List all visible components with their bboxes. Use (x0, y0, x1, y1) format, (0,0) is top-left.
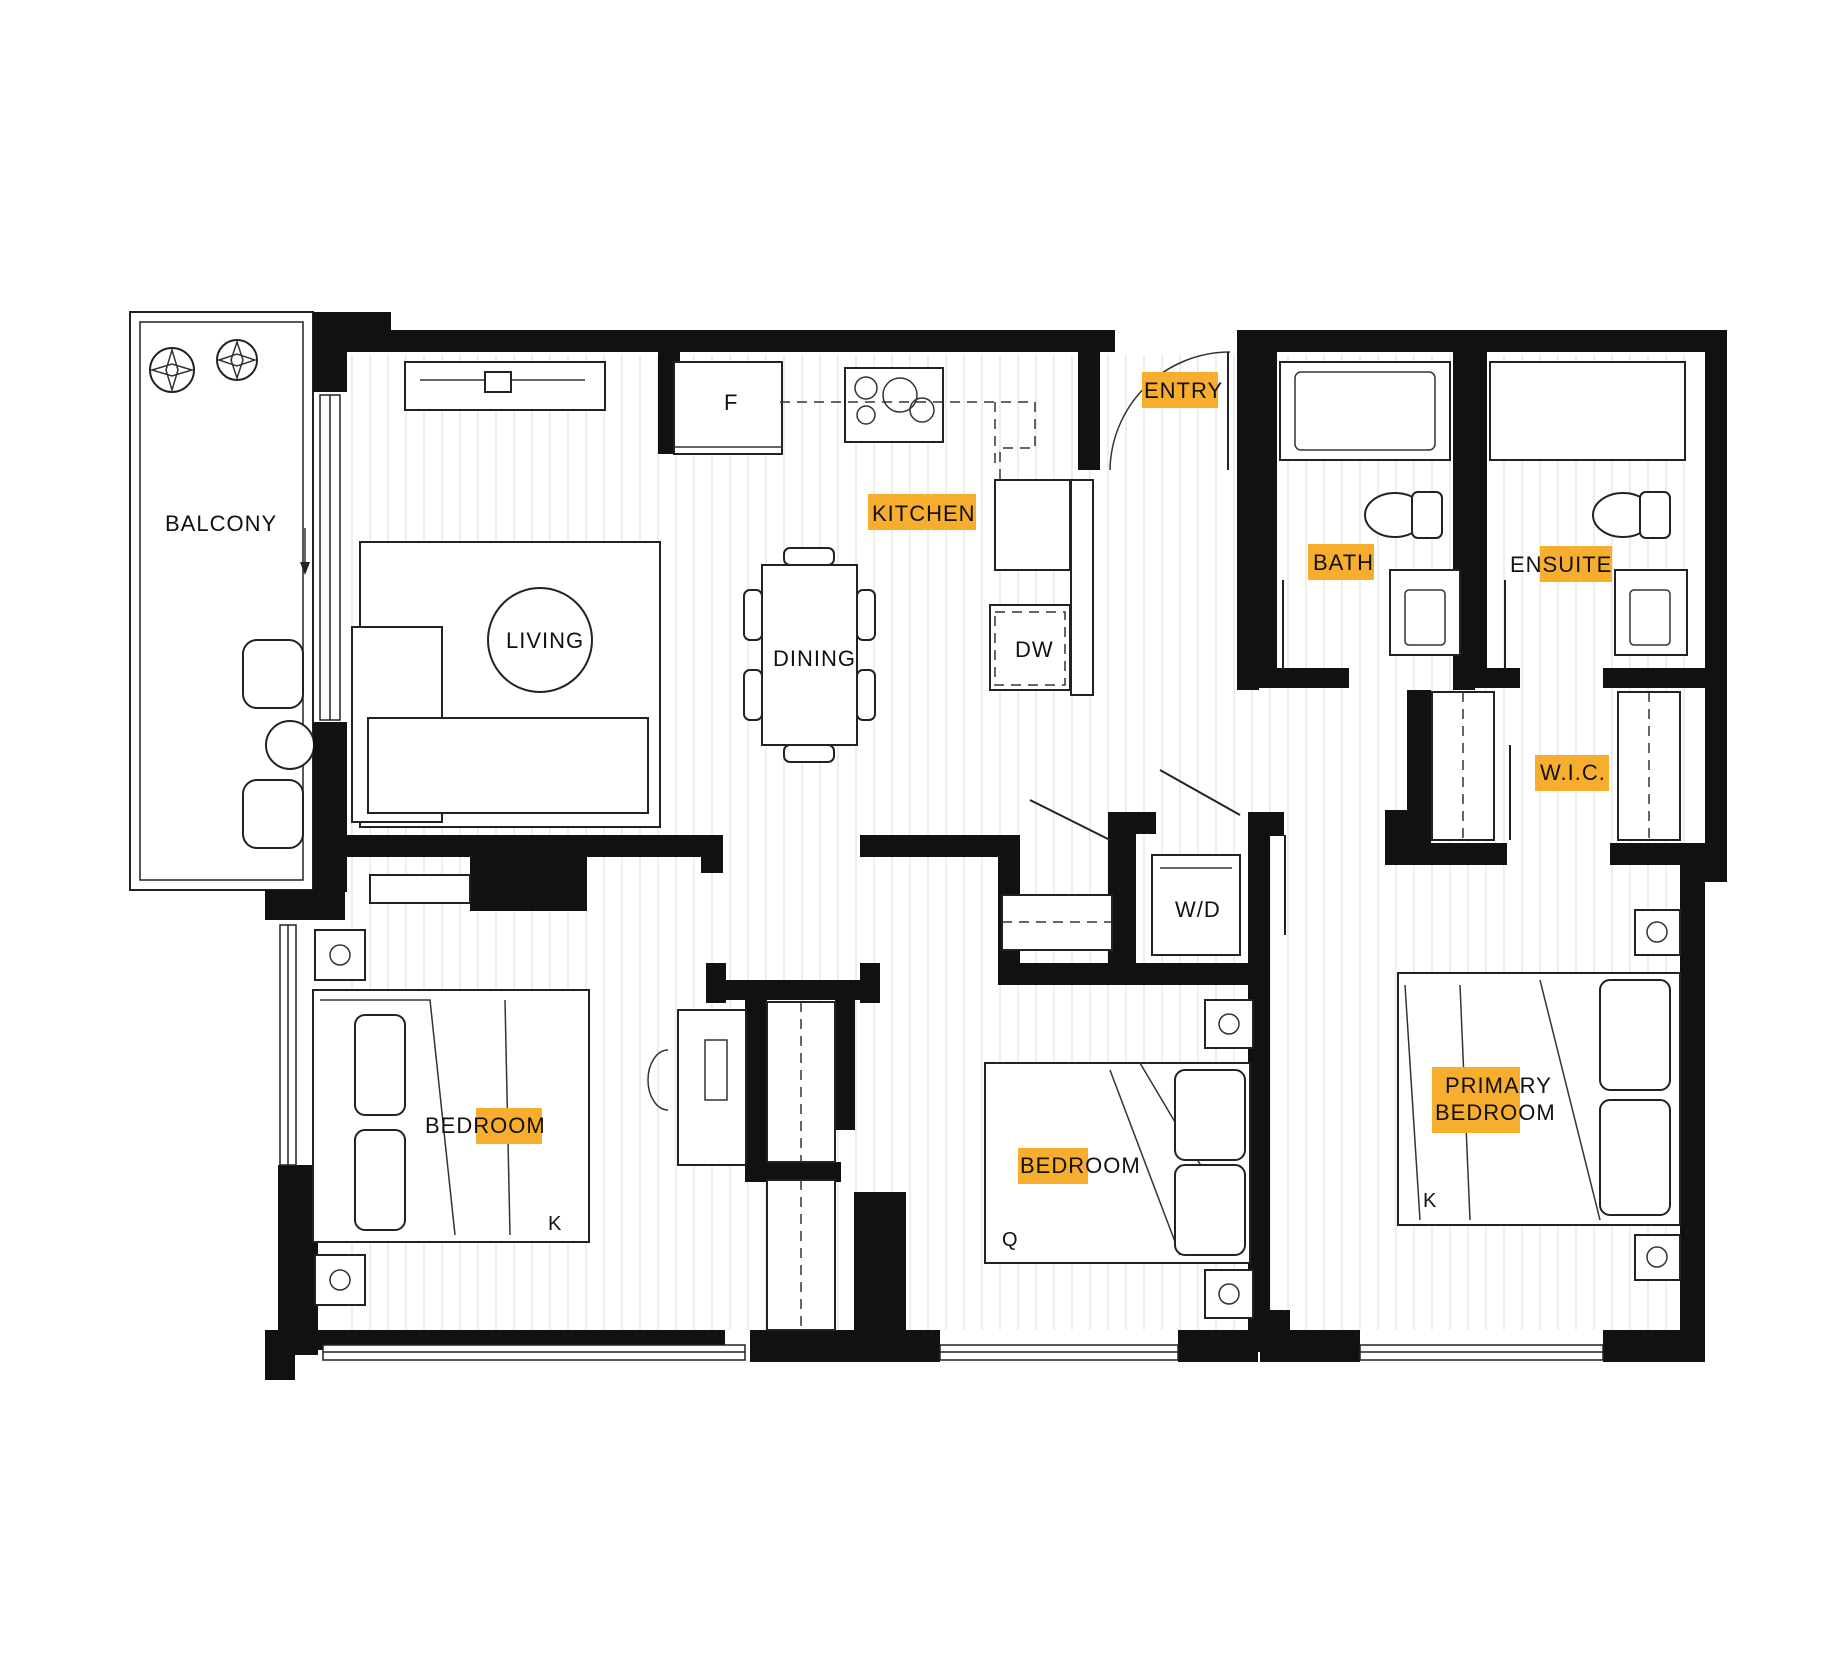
laundry (1029, 769, 1286, 956)
room-label-living: LIVING (506, 628, 584, 653)
room-label-primary-line2: BEDROOM (1435, 1100, 1556, 1125)
bedroom-1-furniture (312, 929, 747, 1306)
bed-size-bedroom-2: Q (1002, 1229, 1019, 1251)
room-labels: BALCONY LIVING KITCHEN DINING ENTRY BATH… (165, 378, 1612, 1178)
label-highlights (476, 372, 1612, 1184)
plant-icon (149, 339, 258, 393)
bathtub-icon (1279, 361, 1451, 461)
fixture-label-fridge: F (724, 390, 738, 415)
nightstand-icon (1634, 1234, 1681, 1281)
bed-size-primary: K (1423, 1190, 1437, 1212)
room-label-bedroom-1: BEDROOM (425, 1113, 546, 1138)
room-label-balcony: BALCONY (165, 511, 277, 536)
shower-icon (1489, 361, 1686, 461)
nightstand-icon (314, 929, 366, 981)
washer-dryer-icon (1151, 854, 1241, 956)
closet-shelves (766, 691, 1681, 1331)
balcony-area (129, 311, 315, 891)
nightstand-icon (1204, 1269, 1254, 1319)
nightstand-icon (314, 1254, 366, 1306)
dining-set (743, 547, 876, 763)
sink-icon (1389, 569, 1461, 656)
table-icon (265, 720, 315, 770)
nightstand-icon (1204, 999, 1254, 1049)
room-label-primary-line1: PRIMARY (1445, 1073, 1552, 1098)
chair-icon (242, 639, 304, 849)
fixture-label-dishwasher: DW (1015, 637, 1054, 662)
walls (265, 312, 1727, 1380)
coffee-table-icon (487, 587, 593, 693)
nightstand-icon (1634, 909, 1681, 956)
bed-size-bedroom-1: K (548, 1213, 562, 1235)
sink-icon (1614, 569, 1688, 656)
sink-icon (994, 479, 1071, 571)
room-label-kitchen: KITCHEN (872, 501, 976, 526)
windows (279, 394, 1604, 1361)
dishwasher-icon (989, 604, 1071, 691)
room-label-entry: ENTRY (1144, 378, 1223, 403)
room-label-dining: DINING (773, 646, 856, 671)
bathroom-fixtures (1279, 361, 1688, 668)
desk-icon (677, 1009, 747, 1166)
fixture-labels: F DW W/D K Q K (548, 390, 1437, 1251)
fixture-label-washer-dryer: W/D (1175, 897, 1221, 922)
living-furniture (351, 541, 661, 904)
entry-door (1109, 351, 1231, 471)
room-label-ensuite: ENSUITE (1510, 552, 1612, 577)
room-label-bedroom-2: BEDROOM (1020, 1153, 1141, 1178)
fridge-icon (673, 361, 783, 455)
room-label-bath: BATH (1313, 550, 1374, 575)
kitchen-fixtures (404, 361, 1094, 696)
room-label-wic: W.I.C. (1540, 760, 1606, 785)
cooktop-icon (844, 367, 944, 443)
